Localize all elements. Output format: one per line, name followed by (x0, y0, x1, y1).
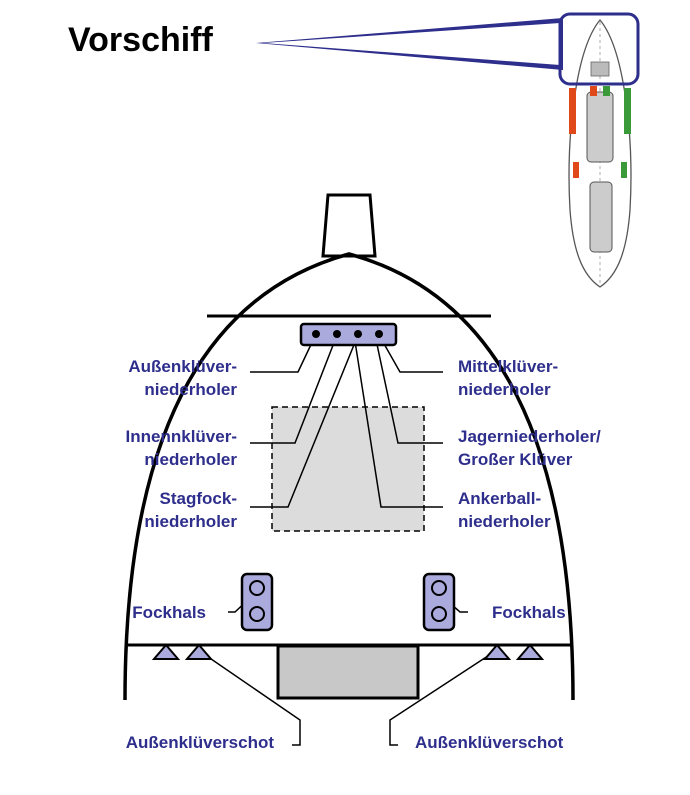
label-mittelkluever-line2: niederholer (458, 380, 551, 399)
fockhals-sheave-right-top (431, 580, 447, 596)
fockhals-sheave-right-bottom (431, 606, 447, 622)
pointer-wedge-inner (263, 23, 560, 65)
leader-schot-right (389, 649, 498, 746)
label-mittelkluever-line1: Mittelklüver- (458, 357, 558, 376)
leader-innenkluever (250, 334, 338, 444)
sheet-block-left-outer (151, 643, 181, 660)
leader-jager (374, 334, 443, 444)
block-sheave-2 (333, 330, 341, 338)
fockhals-sheave-left-bottom (249, 606, 265, 622)
leader-mittelkluever (378, 334, 443, 373)
hull-deckhouse (586, 91, 614, 163)
block-sheave-4 (375, 330, 383, 338)
starboard-fittings-aft (621, 162, 627, 178)
sheet-block-right-outer (515, 643, 545, 660)
fockhals-sheave-left-top (249, 580, 265, 596)
label-aussenkluever-line1: Außenklüver- (128, 357, 237, 376)
label-ankerball-line1: Ankerball- (458, 489, 541, 508)
label-innenkluever-line1: Innennklüver- (126, 427, 237, 446)
sheet-block-left-inner (184, 643, 214, 660)
port-fittings-aft (573, 162, 579, 178)
port-fitting-mid (590, 86, 597, 96)
cockpit-well (276, 644, 420, 700)
label-fockhals-right: Fockhals (492, 603, 566, 622)
block-sheave-3 (354, 330, 362, 338)
label-aussenkluever-line2: niederholer (144, 380, 237, 399)
fore-hatch (271, 406, 425, 532)
title: Vorschiff (68, 21, 214, 59)
foredeck-hull-outline (123, 252, 575, 701)
sheet-block-right-inner (482, 643, 512, 660)
leader-stagfock (250, 334, 359, 508)
leader-schot-left (197, 649, 301, 746)
label-schot-left: Außenklüverschot (126, 733, 275, 752)
label-schot-right: Außenklüverschot (415, 733, 564, 752)
inset-frame (558, 12, 640, 86)
leader-lines (197, 333, 498, 746)
label-jager-line2: Großer Klüver (458, 450, 573, 469)
leader-ankerball (353, 334, 443, 508)
bowsprit (321, 193, 377, 258)
hull-overview (568, 18, 632, 288)
block-sheave-1 (312, 330, 320, 338)
starboard-fittings-fore (624, 88, 631, 134)
label-innenkluever-line2: niederholer (144, 450, 237, 469)
label-jager-line1: Jagerniederholer/ (458, 427, 601, 446)
leader-aussenkluever (250, 333, 317, 373)
label-ankerball-line2: niederholer (458, 512, 551, 531)
port-fittings-fore (569, 88, 576, 134)
hull-fore-hatch (590, 61, 610, 77)
label-stagfock-line2: niederholer (144, 512, 237, 531)
starboard-fitting-mid (603, 86, 610, 96)
label-fockhals-left: Fockhals (132, 603, 206, 622)
hull-cockpit (589, 181, 613, 253)
label-stagfock-line1: Stagfock- (160, 489, 237, 508)
downhaul-block (299, 322, 398, 347)
